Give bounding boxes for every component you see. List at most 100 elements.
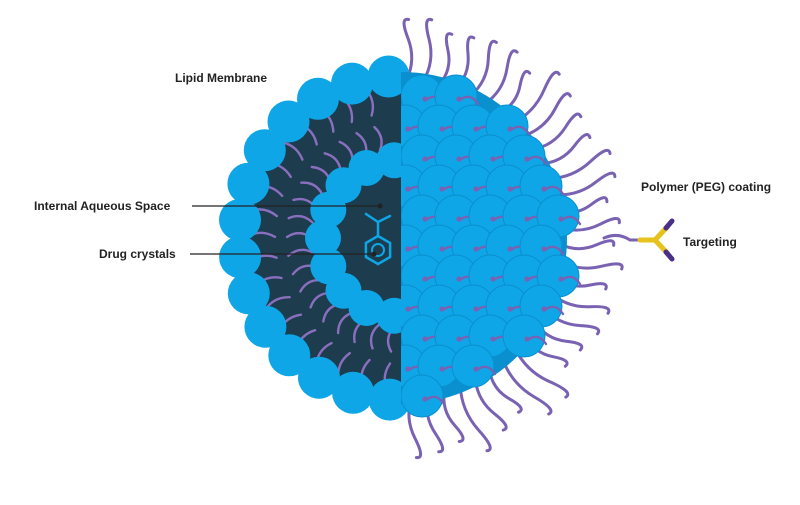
peg-anchor: [422, 336, 428, 342]
leader-lines: [190, 203, 383, 257]
peg-anchor: [473, 366, 479, 372]
peg-anchor: [558, 216, 564, 222]
peg-anchor: [422, 216, 428, 222]
leader-dot-aqueous: [377, 203, 383, 209]
peg-anchor: [439, 126, 445, 132]
outer-lipid-head: [227, 272, 270, 315]
outer-lipid-head: [227, 162, 270, 205]
peg-stub: [543, 185, 565, 196]
outer-lipid-head: [332, 371, 375, 414]
peg-anchor: [524, 336, 530, 342]
inner-lipid-heads: [305, 142, 401, 334]
peg-chains: [402, 17, 624, 460]
peg-chain: [539, 133, 592, 166]
outer-lipid-head: [267, 100, 310, 143]
label-polymer-coating: Polymer (PEG) coating: [641, 180, 772, 194]
coated-lipid-head: [451, 344, 495, 388]
inner-lipid-head: [348, 150, 385, 186]
lipid-tail: [336, 311, 353, 335]
outer-lipid-head: [243, 129, 286, 172]
peg-anchor: [422, 396, 428, 402]
label-lipid-membrane: Lipid Membrane: [175, 71, 268, 85]
peg-anchor: [439, 186, 445, 192]
peg-anchor: [405, 366, 411, 372]
inner-lipid-head: [310, 248, 347, 285]
outer-lipid-head: [268, 334, 311, 377]
aromatic-ring: [371, 243, 385, 257]
peg-anchor: [507, 306, 513, 312]
peg-chain: [421, 17, 434, 83]
peg-anchor: [490, 276, 496, 282]
peg-anchor: [405, 306, 411, 312]
peg-chain: [557, 239, 616, 251]
drug-crystal-icon: [364, 212, 392, 266]
peg-chain: [487, 367, 523, 414]
peg-anchor: [422, 96, 428, 102]
peg-anchor: [541, 306, 547, 312]
coated-lipid-head: [502, 314, 546, 358]
peg-anchor: [473, 306, 479, 312]
side-chain: [364, 212, 392, 238]
peg-chain: [437, 32, 454, 87]
peg-anchor: [524, 216, 530, 222]
lipid-tail: [287, 214, 314, 224]
peg-chain: [551, 171, 617, 197]
lipid-tail: [369, 323, 380, 350]
peg-stub: [560, 215, 582, 226]
peg-anchor: [405, 126, 411, 132]
label-internal-aqueous-space: Internal Aqueous Space: [34, 199, 171, 213]
peg-anchor: [422, 156, 428, 162]
inner-lipid-head: [305, 220, 341, 256]
peg-stub: [475, 365, 497, 376]
lipid-tail: [300, 181, 324, 196]
leader-dot-drug: [371, 251, 377, 257]
peg-anchor: [405, 246, 411, 252]
peg-stub: [458, 95, 480, 106]
peg-anchor: [558, 276, 564, 282]
ligand-tips: [663, 218, 675, 262]
peg-stub: [543, 245, 565, 256]
coated-lipid-head: [401, 374, 444, 418]
peg-chain: [458, 383, 492, 453]
label-drug-crystals: Drug crystals: [99, 247, 176, 261]
peg-anchor: [439, 366, 445, 372]
outer-lipid-head: [219, 236, 262, 279]
peg-anchor: [456, 156, 462, 162]
outer-lipid-heads: [219, 55, 411, 421]
peg-anchor: [473, 126, 479, 132]
peg-anchor: [456, 336, 462, 342]
ligand-arms: [637, 223, 671, 257]
peg-anchor: [541, 186, 547, 192]
peg-anchor: [439, 246, 445, 252]
peg-chain: [468, 39, 498, 98]
peg-anchor: [422, 276, 428, 282]
outer-lipid-head: [298, 356, 340, 399]
peg-anchor: [456, 276, 462, 282]
peg-chain: [442, 388, 465, 443]
outer-lipid-head: [219, 198, 261, 241]
peg-stub: [543, 305, 565, 316]
peg-stub: [509, 125, 531, 136]
outer-lipid-head: [368, 378, 411, 421]
outer-lipid-head: [331, 62, 373, 105]
peg-stub: [424, 395, 446, 406]
peg-anchor: [456, 96, 462, 102]
outer-lipid-head: [297, 77, 339, 120]
peg-chain: [402, 17, 414, 82]
coated-surface-heads: [401, 72, 582, 418]
peg-anchor: [473, 186, 479, 192]
peg-anchor: [490, 156, 496, 162]
peg-anchor: [490, 216, 496, 222]
peg-stub: [526, 155, 548, 166]
lipid-tail: [373, 125, 383, 152]
peg-anchor: [490, 336, 496, 342]
peg-chain: [513, 346, 570, 399]
peg-anchor: [405, 186, 411, 192]
peg-anchor: [524, 276, 530, 282]
peg-stub: [526, 335, 548, 346]
peg-anchor: [507, 246, 513, 252]
peg-anchor: [507, 126, 513, 132]
peg-chain: [530, 112, 583, 152]
